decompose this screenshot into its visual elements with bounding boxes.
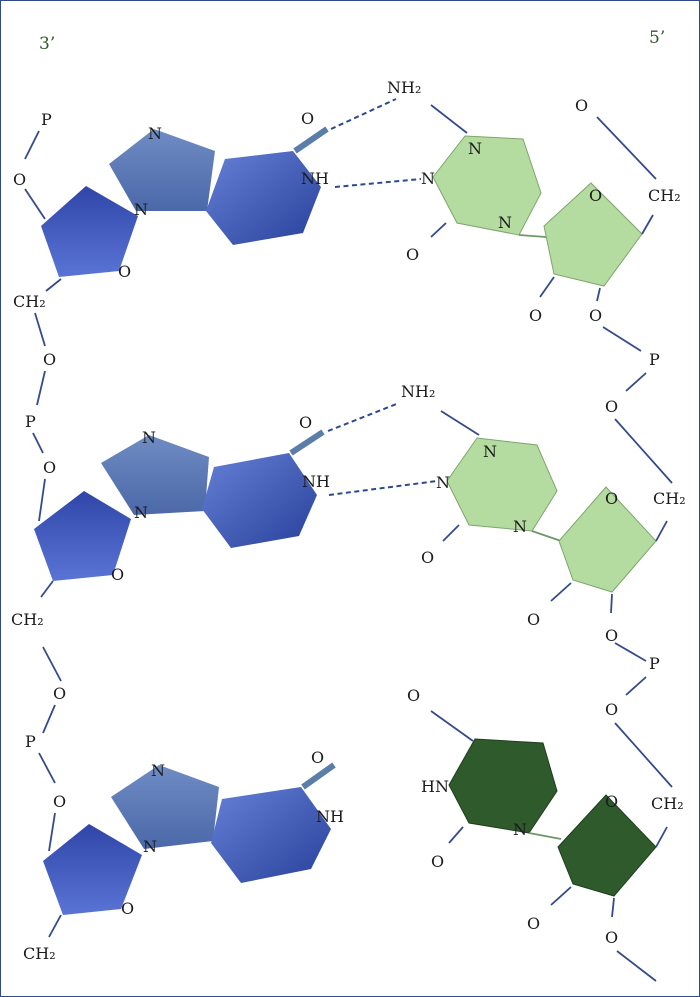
oxygen-label: O (605, 928, 618, 947)
methylene-label: CH₂ (11, 610, 44, 629)
nitrogen-label: N (134, 200, 148, 219)
nitrogen-label: N (151, 761, 165, 780)
phosphate-label: P (649, 654, 660, 673)
oxygen-label: O (605, 626, 618, 645)
nitrogen-label: N (498, 213, 512, 232)
carbonyl-oxygen-label: O (299, 413, 312, 432)
nitrogen-label: N (143, 837, 157, 856)
oxygen-label: O (407, 686, 420, 705)
oxygen-label: O (527, 914, 540, 933)
oxygen-label: O (527, 610, 540, 629)
oxygen-label: O (43, 350, 56, 369)
methylene-label: CH₂ (13, 292, 46, 311)
purine-five-ring (111, 765, 219, 849)
imino-label: NH (301, 169, 329, 188)
phosphate-label: P (41, 110, 52, 129)
oxygen-label: O (43, 458, 56, 477)
nitrogen-label: N (436, 473, 450, 492)
imino-label: HN (421, 777, 449, 796)
deoxyribose-sugar (543, 182, 643, 287)
pyrimidine-ring (432, 135, 542, 236)
methylene-label: CH₂ (648, 186, 681, 205)
nitrogen-label: N (483, 442, 497, 461)
oxygen-label: O (589, 306, 602, 325)
row-3: O P O O CH₂ N N O NH O HN N O O CH₂ O O (23, 684, 684, 982)
three-prime-end-label: 3’ (39, 34, 55, 54)
nitrogen-label: N (513, 517, 527, 536)
phosphate-label: P (649, 350, 660, 369)
oxygen-label: O (605, 792, 618, 811)
deoxyribose-sugar (558, 486, 657, 593)
five-prime-end-label: 5’ (649, 28, 665, 48)
oxygen-label: O (53, 684, 66, 703)
deoxyribose-sugar (43, 824, 142, 915)
nitrogen-label: N (468, 139, 482, 158)
oxygen-label: O (13, 170, 26, 189)
phosphate-label: P (25, 412, 36, 431)
deoxyribose-sugar (34, 491, 131, 581)
nitrogen-label: N (513, 820, 527, 839)
deoxyribose-sugar (41, 186, 138, 277)
imino-label: NH (302, 472, 330, 491)
methylene-label: CH₂ (651, 794, 684, 813)
row-2: O P O O CH₂ N N O NH NH₂ N N N O O CH₂ O (11, 350, 686, 696)
oxygen-label: O (111, 565, 124, 584)
oxygen-label: O (589, 186, 602, 205)
oxygen-label: O (118, 262, 131, 281)
nitrogen-label: N (142, 428, 156, 447)
carbonyl-oxygen-label: O (301, 109, 314, 128)
oxygen-label: O (53, 792, 66, 811)
oxygen-label: O (605, 700, 618, 719)
oxygen-label: O (605, 397, 618, 416)
nitrogen-label: N (134, 503, 148, 522)
oxygen-label: O (421, 548, 434, 567)
purine-five-ring (109, 129, 215, 211)
pyrimidine-ring (446, 437, 558, 532)
deoxyribose-sugar (557, 794, 657, 897)
oxygen-label: O (575, 96, 588, 115)
methylene-label: CH₂ (23, 944, 56, 963)
carbonyl-oxygen-label: O (311, 748, 324, 767)
oxygen-label: O (605, 489, 618, 508)
oxygen-label: O (431, 852, 444, 871)
amino-label: NH₂ (401, 382, 435, 401)
purine-five-ring (101, 435, 209, 515)
phosphate-label: P (25, 732, 36, 751)
row-1: P O O CH₂ N N O NH NH₂ N N N O O CH₂ (13, 78, 681, 392)
oxygen-label: O (121, 899, 134, 918)
oxygen-label: O (406, 245, 419, 264)
nitrogen-label: N (148, 124, 162, 143)
purine-six-ring (202, 453, 317, 548)
amino-label: NH₂ (387, 78, 421, 97)
nitrogen-label: N (421, 169, 435, 188)
methylene-label: CH₂ (653, 489, 686, 508)
purine-six-ring (206, 151, 321, 245)
purine-six-ring (211, 787, 331, 883)
imino-label: NH (316, 807, 344, 826)
pyrimidine-ring (448, 738, 558, 834)
oxygen-label: O (529, 306, 542, 325)
